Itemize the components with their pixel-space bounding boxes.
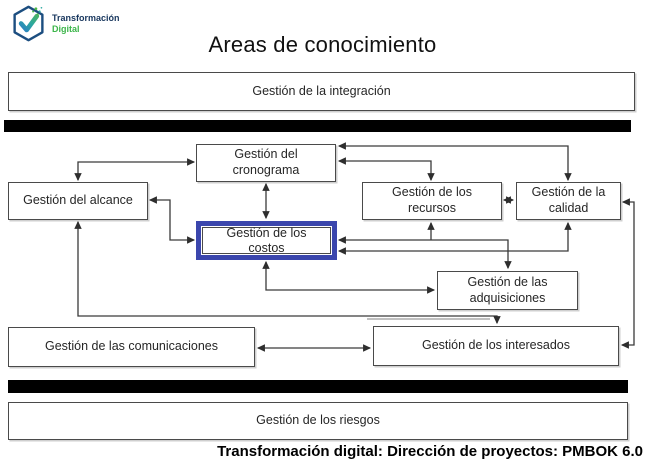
node-gestion-costos-inner: Gestión de los costos [202, 225, 331, 255]
logo: Transformación Digital [10, 4, 120, 43]
node-label: Gestión de los interesados [421, 338, 570, 353]
logo-line1: Transformación [52, 13, 120, 24]
edge-costos-calidad [337, 221, 572, 255]
node-label: Gestión del cronograma [232, 147, 300, 177]
logo-line2: Digital [52, 23, 80, 34]
node-gestion-recursos: Gestión de los recursos [362, 182, 502, 220]
node-gestion-integracion: Gestión de la integración [8, 72, 635, 111]
node-gestion-interesados: Gestión de los interesados [373, 326, 619, 366]
edge-cronograma-recursos [337, 157, 435, 182]
node-label: Gestión de las comunicaciones [44, 339, 218, 354]
edge-costos-adquisiciones-top [337, 236, 512, 270]
node-label: Gestión de los riesgos [256, 413, 380, 428]
edge-alcance-costos [148, 196, 196, 244]
node-gestion-comunicaciones: Gestión de las comunicaciones [8, 327, 255, 367]
footer-caption: Transformación digital: Dirección de pro… [217, 443, 643, 460]
node-gestion-cronograma: Gestión del cronograma [196, 144, 336, 182]
page-title: Areas de conocimiento [208, 32, 437, 57]
node-label: Gestión de los costos [226, 225, 307, 255]
node-label: Gestión de los recursos [392, 185, 472, 215]
edge-calidad-interesados [620, 198, 635, 349]
node-gestion-adquisiciones: Gestión de las adquisiciones [437, 271, 578, 310]
hexagon-checkmark-icon [13, 5, 44, 42]
node-gestion-riesgos: Gestión de los riesgos [8, 402, 628, 440]
node-gestion-alcance: Gestión del alcance [8, 182, 148, 220]
node-label: Gestión de la integración [252, 83, 391, 98]
edge-costos-adquisiciones [262, 260, 436, 294]
divider-bar-bottom [8, 380, 628, 393]
node-label: Gestión del alcance [23, 193, 133, 208]
node-gestion-costos-highlighted: Gestión de los costos [196, 221, 337, 260]
divider-bar-top [4, 120, 631, 132]
node-label: Gestión de la calidad [531, 185, 606, 215]
node-label: Gestión de las adquisiciones [467, 274, 548, 305]
logo-text: Transformación Digital [52, 13, 120, 34]
node-gestion-calidad: Gestión de la calidad [516, 182, 621, 220]
edge-alcance-cronograma [74, 158, 196, 182]
edge-cronograma-calidad [337, 142, 572, 182]
